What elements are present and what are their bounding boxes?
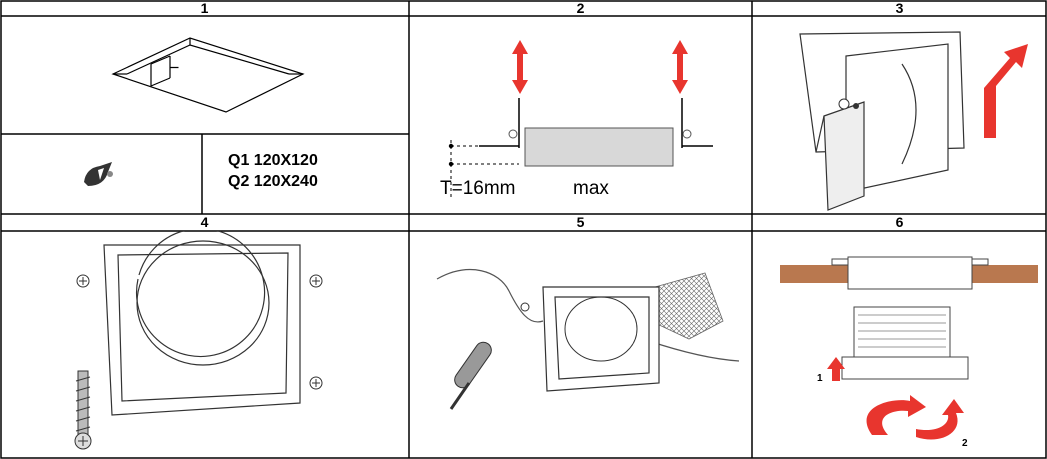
red-up-arrow-icon [827,357,845,381]
thickness-label: T=16mm [440,178,516,199]
step-6-arrow-1-number: 1 [817,373,823,384]
ceiling-cutout-illustration [111,37,305,113]
paint-roller-icon [449,341,492,410]
red-double-arrow-icon [512,40,688,94]
model-list: Q1 120X120 Q2 120X240 [228,150,318,192]
step-4-number: 4 [200,214,209,230]
mounting-thickness-illustration [448,40,713,200]
step-6-number: 6 [895,214,904,230]
frame-insertion-illustration [799,31,1028,211]
screw-icon [74,370,92,450]
rotate-right-arrow-icon [916,399,964,440]
thickness-letter: T [166,63,182,72]
step-5-number: 5 [576,214,585,230]
step-6-arrow-2-number: 2 [962,438,968,449]
screw-fixing-illustration [74,231,323,450]
rotate-left-arrow-icon [866,395,926,435]
model-q2: Q2 120X240 [228,173,318,190]
step-1-number: 1 [200,0,209,16]
lamp-insertion-illustration [780,256,1038,440]
step-3-number: 3 [895,0,904,16]
step-2-number: 2 [576,0,585,16]
max-label: max [573,178,609,199]
lamp-icon [841,306,969,380]
drill-icon [84,162,113,186]
mesh-icon [654,272,724,340]
model-q1: Q1 120X120 [228,152,318,169]
red-up-arrow-icon [984,44,1028,138]
finishing-illustration [436,269,740,410]
